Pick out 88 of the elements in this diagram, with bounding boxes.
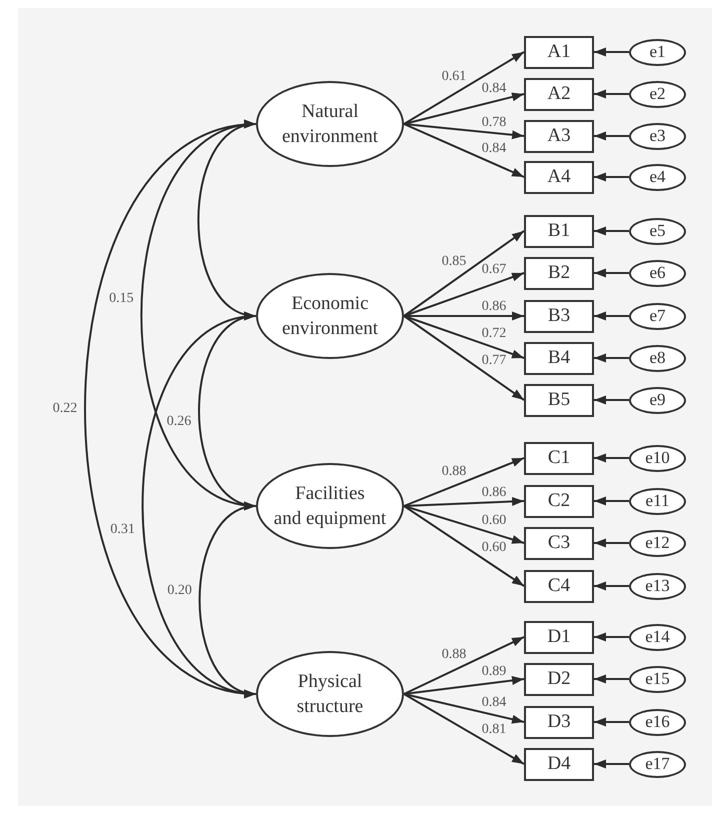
- indicator-name: D3: [547, 711, 571, 733]
- indicator-name: B4: [548, 347, 570, 369]
- indicator-box: [524, 620, 594, 654]
- indicator-name: D4: [547, 753, 571, 775]
- arrow: [404, 636, 524, 695]
- indicator-box: [524, 214, 594, 248]
- indicator-name: C4: [548, 575, 570, 597]
- covariance-arrow: [142, 314, 256, 696]
- indicator-name: C2: [548, 490, 570, 512]
- indicator-box: [524, 748, 594, 780]
- indicator-box: [524, 342, 594, 374]
- latent-variable-name: Natural environment: [282, 100, 378, 149]
- indicator-name: A4: [547, 166, 571, 188]
- arrow: [403, 505, 525, 587]
- arrow: [594, 354, 629, 362]
- error-term-name: e1: [649, 42, 666, 62]
- latent-variable-name: Facilities and equipment: [274, 482, 386, 531]
- error-term-name: e7: [649, 306, 666, 326]
- indicator-name: C3: [548, 532, 570, 554]
- arrow: [594, 132, 629, 140]
- latent-variable-name: Economic environment: [282, 292, 378, 341]
- arrow: [403, 315, 525, 401]
- indicator-box: [524, 442, 594, 474]
- covariance-arrow: [198, 504, 256, 696]
- indicator-name: B5: [548, 389, 570, 411]
- error-term-name: e6: [649, 263, 666, 283]
- error-term-name: e9: [649, 390, 666, 410]
- indicator-box: [524, 160, 594, 194]
- indicator-name: D2: [547, 668, 571, 690]
- latent-variable-name: Physical structure: [296, 670, 364, 719]
- arrow: [404, 312, 524, 320]
- arrow: [594, 582, 629, 590]
- error-term-name: e5: [649, 221, 666, 241]
- indicator-box: [524, 570, 594, 602]
- indicator-box: [524, 706, 594, 738]
- indicator-box: [524, 36, 594, 68]
- arrow: [594, 538, 629, 548]
- arrow: [594, 674, 629, 684]
- arrow: [404, 123, 524, 178]
- indicator-box: [524, 662, 594, 696]
- arrow: [404, 693, 524, 765]
- arrow: [594, 268, 629, 278]
- indicator-name: A3: [547, 125, 571, 147]
- arrow: [594, 718, 629, 726]
- error-term-name: e12: [645, 533, 670, 553]
- arrow: [594, 632, 629, 642]
- arrow: [404, 497, 524, 507]
- error-term-name: e14: [645, 627, 670, 647]
- indicator-name: D1: [547, 626, 571, 648]
- arrow: [594, 454, 629, 462]
- covariance-arrow: [84, 122, 256, 696]
- error-term-name: e3: [649, 126, 666, 146]
- indicator-box: [524, 526, 594, 560]
- indicator-name: B2: [548, 262, 570, 284]
- arrow: [594, 172, 629, 182]
- arrow: [594, 496, 629, 506]
- arrow: [404, 457, 524, 507]
- error-term-name: e2: [649, 84, 666, 104]
- indicator-box: [524, 78, 594, 110]
- arrow: [594, 90, 629, 98]
- indicator-box: [524, 256, 594, 290]
- error-term-name: e16: [645, 712, 670, 732]
- error-term-name: e4: [649, 167, 666, 187]
- arrow: [403, 230, 525, 317]
- arrow: [594, 48, 629, 56]
- indicator-box: [524, 484, 594, 518]
- indicator-box: [524, 300, 594, 332]
- error-term-name: e11: [646, 491, 670, 511]
- indicator-name: A2: [547, 83, 571, 105]
- indicator-name: C1: [548, 447, 570, 469]
- error-term-name: e8: [649, 348, 666, 368]
- arrow: [404, 123, 524, 140]
- arrow: [404, 676, 524, 695]
- error-term-name: e13: [645, 576, 670, 596]
- arrow: [594, 760, 629, 768]
- arrow: [594, 396, 629, 404]
- arrow: [404, 505, 524, 544]
- arrow: [594, 226, 629, 236]
- indicator-name: A1: [547, 41, 571, 63]
- error-term-name: e15: [645, 669, 670, 689]
- indicator-name: B1: [548, 220, 570, 242]
- error-term-name: e17: [645, 754, 670, 774]
- arrow: [594, 312, 629, 320]
- arrow: [403, 51, 525, 125]
- indicator-name: B3: [548, 305, 570, 327]
- indicator-box: [524, 120, 594, 152]
- indicator-box: [524, 384, 594, 416]
- error-term-name: e10: [645, 448, 670, 468]
